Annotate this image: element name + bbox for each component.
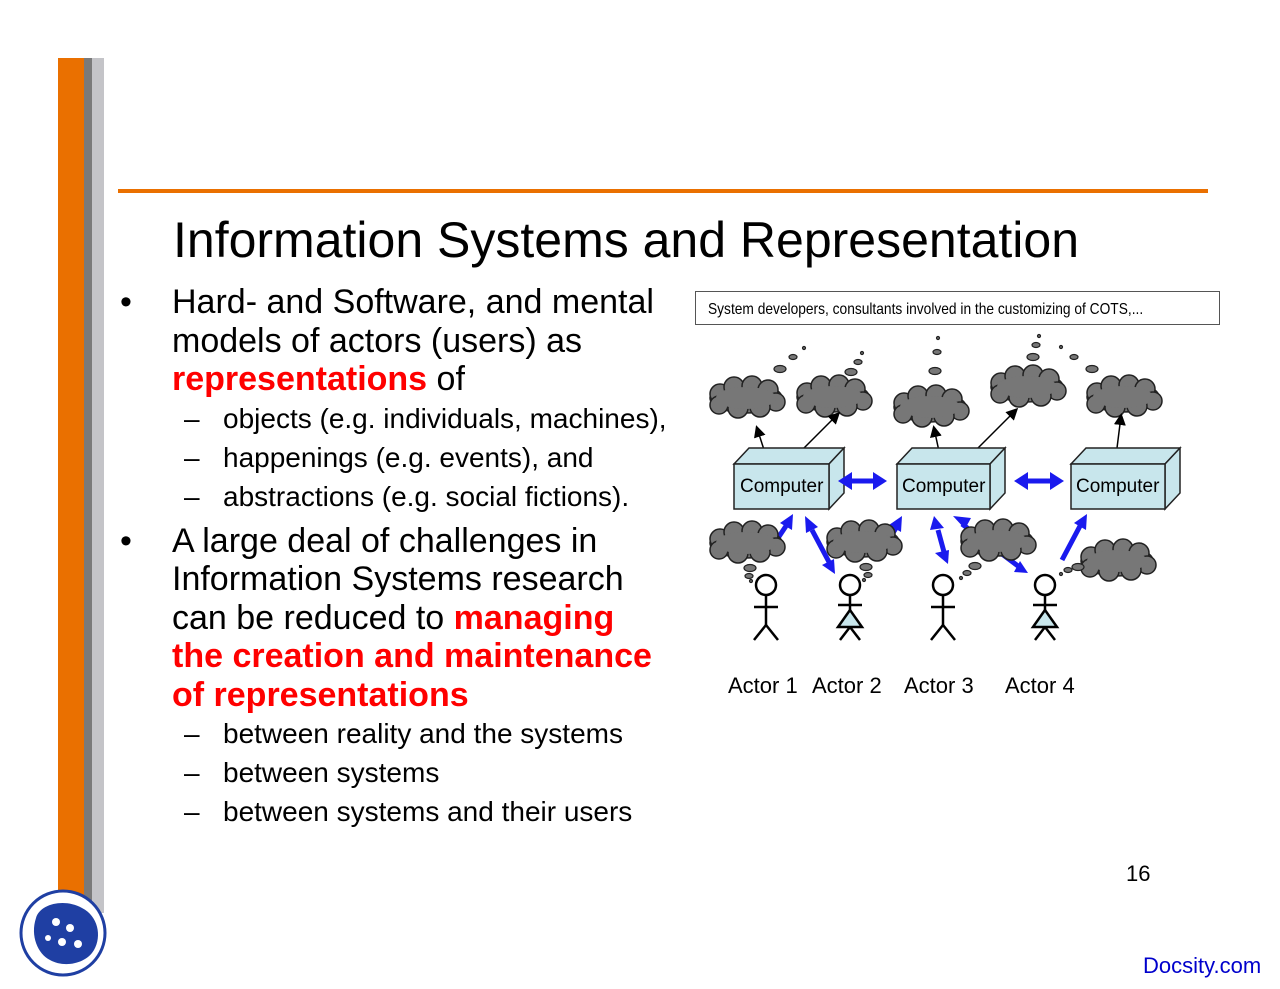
- actor-figure: [930, 573, 956, 641]
- computer-box: [895, 446, 1007, 511]
- dash-marker: –: [184, 757, 200, 788]
- thought-cloud: [1080, 538, 1157, 582]
- thought-cloud: [826, 519, 903, 563]
- sub-bullet-text: objects (e.g. individuals, machines),: [223, 402, 667, 434]
- university-logo-icon: [19, 889, 107, 977]
- actor-figure: [835, 573, 865, 641]
- actor-label: Actor 3: [904, 673, 974, 698]
- bullet-1-line-1: Hard- and Software, and mental: [172, 283, 654, 321]
- thought-cloud: [960, 518, 1037, 562]
- watermark-link[interactable]: Docsity.com: [1143, 953, 1262, 978]
- sub-bullet-text: between systems and their users: [223, 796, 633, 827]
- emphasis-representations: representations: [172, 360, 428, 398]
- computer-box: [732, 446, 846, 511]
- actor-label: Actor 2: [812, 673, 882, 698]
- bullet-1-line-2: models of actors (users) as: [172, 321, 583, 360]
- actor-label: Actor 1: [728, 673, 798, 698]
- slide-body: • Hard- and Software, and mental models …: [120, 283, 700, 831]
- sub-bullet-text: between systems: [223, 757, 440, 788]
- dash-marker: –: [184, 796, 200, 827]
- thought-cloud: [990, 364, 1067, 408]
- sub-bullet-text: happenings (e.g. events), and: [223, 441, 594, 473]
- sub-bullet-text: between reality and the systems: [223, 718, 623, 749]
- emphasis-managing: managing: [453, 598, 615, 637]
- sub-bullet: –between reality and the systems: [120, 714, 700, 753]
- dash-marker: –: [184, 402, 200, 434]
- sub-bullet: –between systems and their users: [120, 792, 700, 831]
- actor-figure: [1030, 573, 1060, 641]
- diagram-caption-box: System developers, consultants involved …: [695, 291, 1220, 325]
- diagram-caption: System developers, consultants involved …: [708, 301, 1144, 318]
- thought-cloud: [709, 375, 786, 419]
- emphasis-of-representations: of representations: [172, 675, 469, 714]
- computer-label: Computer: [902, 476, 986, 497]
- page-number: 16: [1126, 861, 1151, 886]
- computer-box: [1069, 446, 1182, 511]
- bullet-marker: •: [120, 521, 132, 560]
- left-accent-bar-dark: [84, 58, 92, 913]
- thought-dots-upper: [773, 333, 1099, 377]
- bullet-2: • A large deal of challenges in Informat…: [120, 522, 700, 715]
- bullet-2-line-2: Information Systems research: [172, 560, 624, 598]
- title-rule: [118, 189, 1208, 193]
- slide-title: Information Systems and Representation: [173, 212, 1080, 268]
- interaction-arrows: [763, 472, 1087, 574]
- thought-cloud: [709, 520, 786, 564]
- sub-bullet: –abstractions (e.g. social fictions).: [120, 477, 700, 516]
- mental-model-arrows: [754, 407, 1126, 457]
- actor-label: Actor 4: [1005, 673, 1075, 698]
- left-accent-bar-orange: [58, 58, 84, 913]
- bullet-1-line-3: representations of: [172, 360, 700, 399]
- sub-bullet-text: abstractions (e.g. social fictions).: [223, 480, 630, 512]
- bullet-marker: •: [120, 283, 132, 321]
- bullet-1: • Hard- and Software, and mental models …: [120, 283, 700, 399]
- left-accent-bar-light: [92, 58, 104, 913]
- thought-cloud: [796, 374, 873, 418]
- bullet-1-tail: of: [427, 360, 465, 398]
- thought-dots-lower: [743, 561, 1085, 584]
- bullet-2-line-1: A large deal of challenges in: [172, 521, 598, 560]
- computer-label: Computer: [740, 476, 824, 497]
- dash-marker: –: [184, 480, 200, 512]
- sub-bullet: –objects (e.g. individuals, machines),: [120, 399, 700, 438]
- dash-marker: –: [184, 441, 200, 473]
- computer-label: Computer: [1076, 476, 1160, 497]
- emphasis-creation: the creation and maintenance: [172, 637, 652, 675]
- actor-figure: [753, 573, 779, 641]
- bullet-2-lead: can be reduced to: [172, 598, 454, 637]
- bullet-2-line-3: can be reduced to managing: [172, 599, 700, 638]
- thought-cloud: [893, 384, 970, 428]
- sub-bullet: –between systems: [120, 753, 700, 792]
- sub-bullet: –happenings (e.g. events), and: [120, 438, 700, 477]
- dash-marker: –: [184, 718, 200, 749]
- thought-cloud: [1086, 374, 1163, 418]
